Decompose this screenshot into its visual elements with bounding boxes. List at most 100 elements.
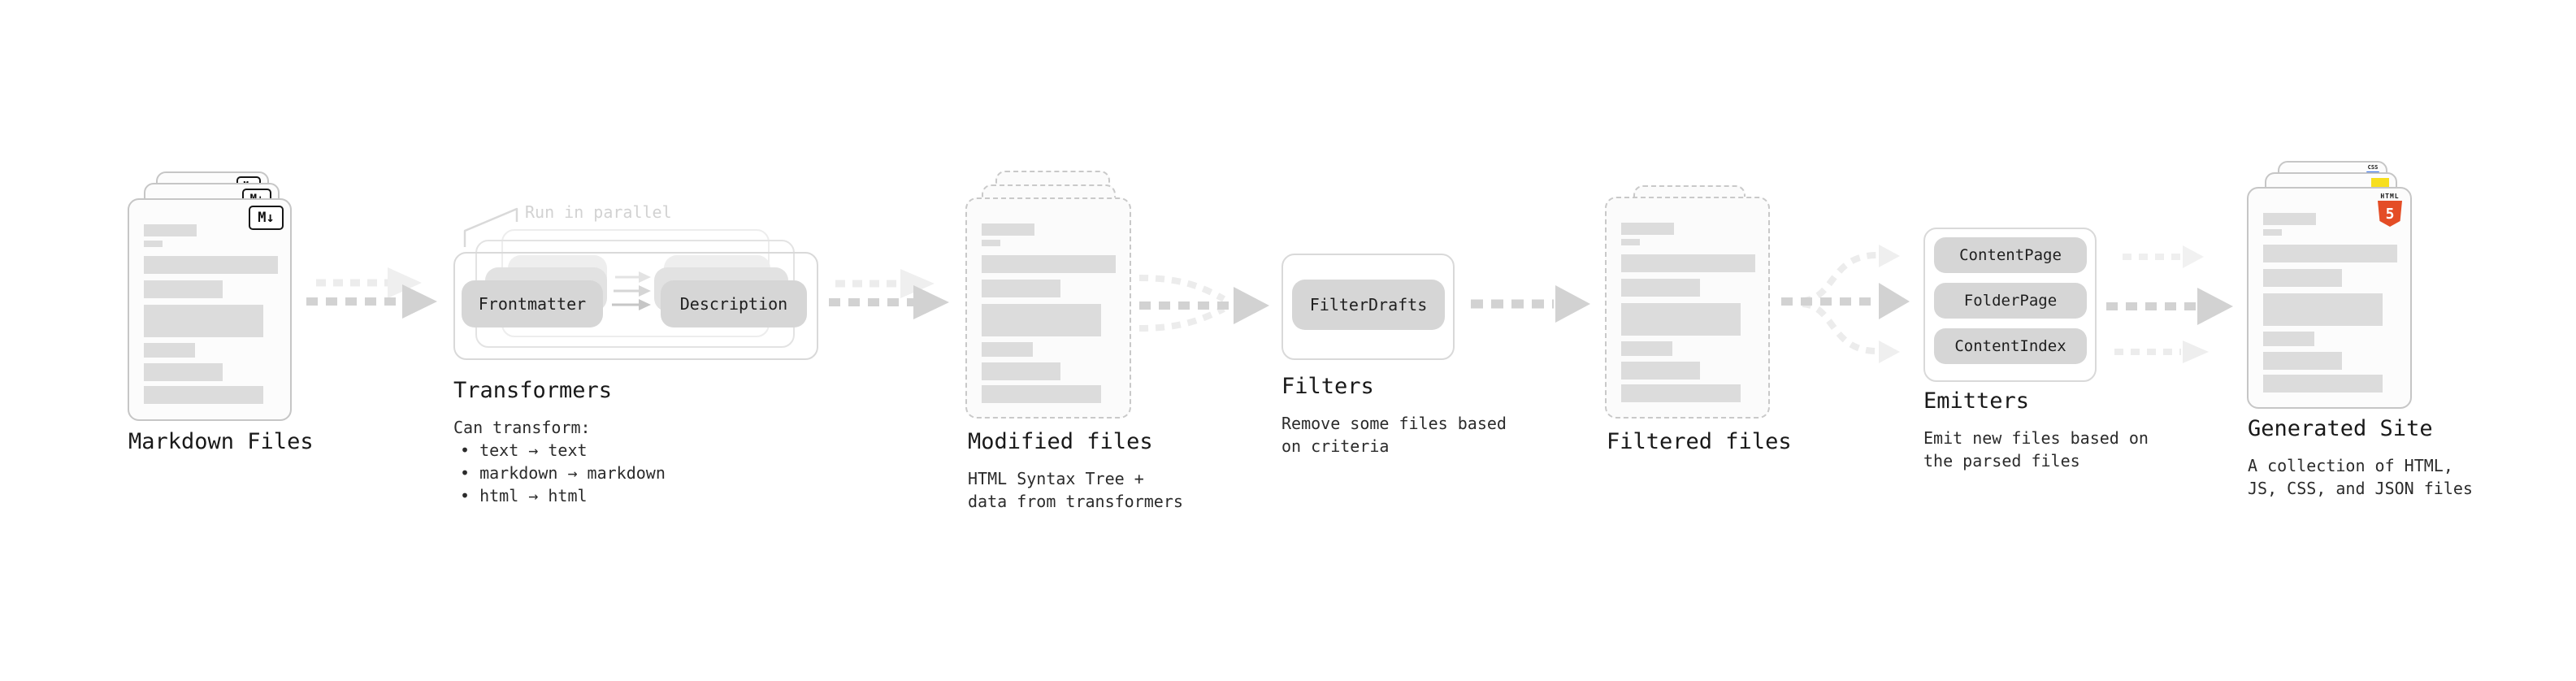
doc-content-placeholder (1621, 223, 1755, 402)
text-line-placeholder (2263, 293, 2383, 326)
text-line-placeholder (982, 223, 1034, 236)
text-line-placeholder (982, 280, 1060, 297)
text-line-placeholder (144, 386, 263, 404)
html5-icon-word: HTML (2380, 193, 2400, 200)
text-line-placeholder (1621, 303, 1741, 336)
stage-description: Can transform: • text → text • markdown … (453, 416, 666, 507)
emitters-text: Emitters Emit new files based on the par… (1923, 389, 2149, 472)
text-line-placeholder (2263, 213, 2316, 225)
modified-doc-front (965, 197, 1131, 419)
text-line-placeholder (982, 304, 1101, 336)
chip-contentpage: ContentPage (1934, 237, 2087, 273)
chip-contentindex: ContentIndex (1934, 328, 2087, 364)
markdown-files-text: Markdown Files (128, 430, 314, 454)
text-line-placeholder (2263, 229, 2282, 236)
transformers-box (453, 252, 818, 360)
arrow-modified-to-filters-fan-in (1138, 275, 1269, 332)
chip-label: ContentIndex (1954, 337, 2066, 355)
text-line-placeholder (144, 363, 223, 381)
stage-label: Emitters (1923, 388, 2030, 414)
html5-icon: HTML 5 (2376, 193, 2404, 227)
stage-description: A collection of HTML, JS, CSS, and JSON … (2248, 454, 2473, 500)
text-line-placeholder (1621, 223, 1674, 235)
arrow-transformers-to-modified (829, 269, 949, 319)
text-line-placeholder (1621, 279, 1700, 297)
desc-line: on criteria (1281, 436, 1390, 456)
text-line-placeholder (982, 362, 1060, 380)
stage-description: HTML Syntax Tree + data from transformer… (968, 467, 1183, 513)
arrow-filtered-to-emitters-fan-out (1781, 245, 1910, 363)
generated-site-text: Generated Site A collection of HTML, JS,… (2248, 417, 2473, 500)
desc-line: Remove some files based (1281, 414, 1507, 433)
desc-line: Emit new files based on (1923, 428, 2149, 448)
text-line-placeholder (2263, 245, 2397, 262)
chip-description: Description (661, 280, 807, 327)
modified-files-text: Modified files HTML Syntax Tree + data f… (968, 430, 1183, 513)
text-line-placeholder (982, 385, 1101, 403)
text-line-placeholder (982, 342, 1033, 357)
desc-line: Can transform: (453, 418, 591, 437)
text-line-placeholder (1621, 362, 1700, 380)
generated-doc-front: HTML 5 (2247, 187, 2412, 409)
arrow-markdown-to-transformers (306, 267, 437, 319)
text-line-placeholder (144, 224, 197, 236)
filtered-doc-front (1605, 197, 1770, 419)
chip-label: FilterDrafts (1309, 295, 1428, 314)
text-line-placeholder (2263, 269, 2342, 287)
markdown-icon-glyph: M↓ (258, 210, 275, 226)
desc-line: data from transformers (968, 492, 1183, 511)
stage-label: Filtered files (1607, 429, 1792, 454)
doc-content-placeholder (2263, 213, 2397, 393)
text-line-placeholder (982, 255, 1116, 273)
desc-line: A collection of HTML, (2248, 456, 2453, 475)
arrow-filters-to-filtered (1471, 285, 1590, 323)
desc-bullet: • text → text (460, 440, 588, 460)
desc-bullet: • markdown → markdown (460, 463, 666, 483)
run-in-parallel-callout-line (463, 207, 518, 247)
markdown-doc-front: M↓ (128, 198, 292, 421)
chip-frontmatter: Frontmatter (462, 280, 603, 327)
stage-label: Generated Site (2248, 416, 2433, 441)
stage-label: Modified files (968, 429, 1153, 454)
text-line-placeholder (1621, 341, 1672, 356)
desc-line: JS, CSS, and JSON files (2248, 479, 2473, 498)
doc-content-placeholder (144, 224, 278, 404)
desc-line: HTML Syntax Tree + (968, 469, 1144, 488)
text-line-placeholder (982, 240, 1000, 246)
filtered-files-text: Filtered files (1607, 430, 1792, 454)
html5-icon-number: 5 (2385, 205, 2395, 223)
chip-label: ContentPage (1959, 246, 2062, 264)
text-line-placeholder (2263, 332, 2314, 346)
stage-description: Emit new files based on the parsed files (1923, 427, 2149, 472)
parallel-transform-arrows-icon (612, 271, 651, 310)
desc-bullet: • html → html (460, 486, 588, 505)
chip-label: FolderPage (1963, 292, 2058, 310)
filters-text: Filters Remove some files based on crite… (1281, 375, 1507, 458)
chip-label: Frontmatter (478, 294, 587, 314)
text-line-placeholder (144, 280, 223, 298)
transformers-text: Transformers Can transform: • text → tex… (453, 379, 666, 507)
text-line-placeholder (2263, 375, 2383, 393)
stage-label: Markdown Files (128, 429, 314, 454)
text-line-placeholder (1621, 254, 1755, 272)
text-line-placeholder (144, 241, 163, 247)
run-in-parallel-annotation: Run in parallel (525, 202, 672, 222)
stage-description: Remove some files based on criteria (1281, 412, 1507, 458)
doc-content-placeholder (982, 223, 1116, 403)
chip-filterdrafts: FilterDrafts (1292, 280, 1445, 330)
arrow-emitters-to-generated (2106, 245, 2233, 363)
text-line-placeholder (144, 305, 263, 337)
chip-label: Description (679, 294, 788, 314)
text-line-placeholder (2263, 352, 2342, 370)
chip-folderpage: FolderPage (1934, 283, 2087, 319)
text-line-placeholder (144, 343, 195, 358)
stage-label: Transformers (453, 378, 613, 403)
text-line-placeholder (1621, 384, 1741, 402)
markdown-icon: M↓ (249, 206, 284, 230)
text-line-placeholder (1621, 239, 1640, 245)
text-line-placeholder (144, 256, 278, 274)
desc-line: the parsed files (1923, 451, 2080, 471)
css-icon-label: CSS (2367, 164, 2379, 171)
